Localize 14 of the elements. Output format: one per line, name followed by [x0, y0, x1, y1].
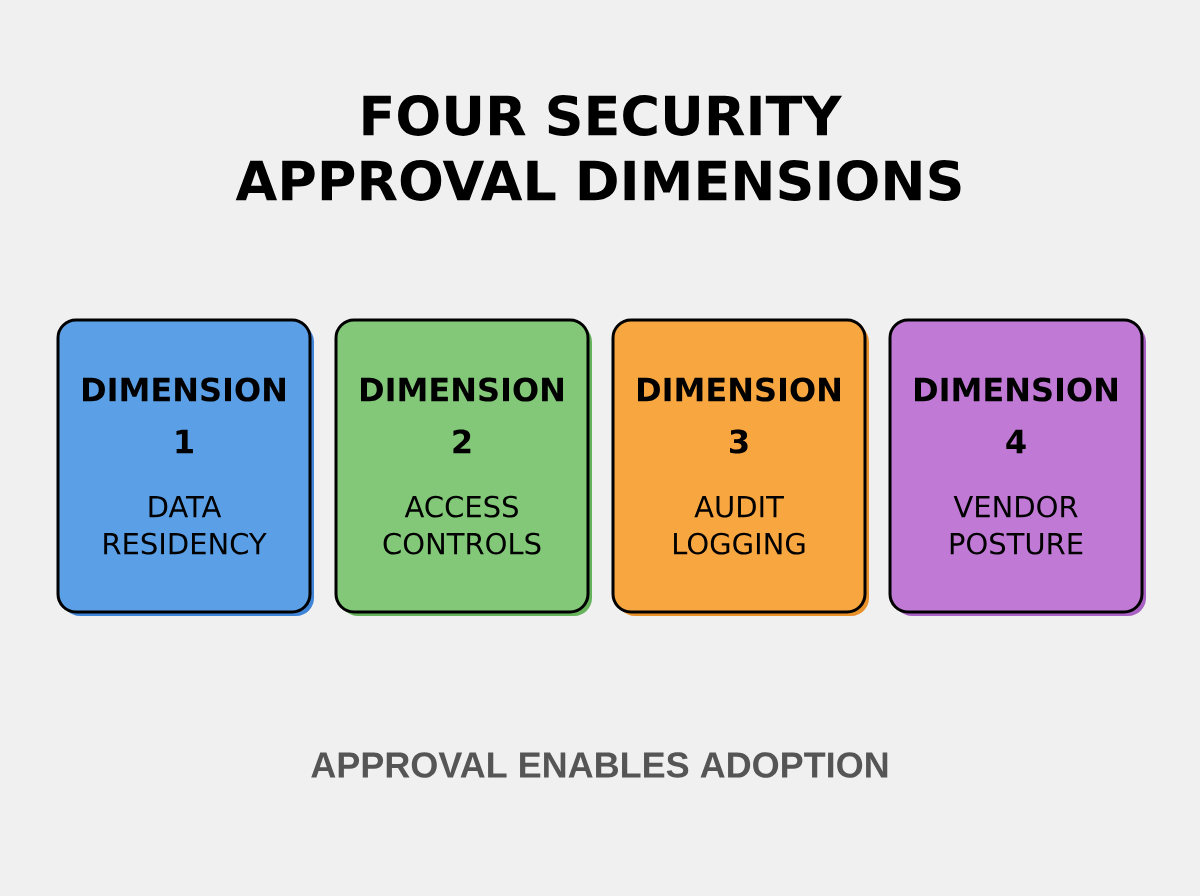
- dimension-card: [56, 318, 314, 616]
- dimension-card: [611, 318, 869, 616]
- card-heading: DIMENSION 4: [915, 377, 1117, 454]
- card-heading: DIMENSION 2: [361, 377, 563, 454]
- card-heading: DIMENSION 1: [83, 377, 285, 454]
- dimension-card: [334, 318, 592, 616]
- card-label: VENDOR POSTURE: [950, 495, 1083, 555]
- card-label: AUDIT LOGGING: [674, 496, 805, 555]
- caption: APPROVAL ENABLES ADOPTION: [311, 752, 888, 778]
- title: FOUR SECURITY APPROVAL DIMENSIONS: [235, 95, 961, 201]
- card-label: DATA RESIDENCY: [104, 496, 267, 555]
- card-label: ACCESS CONTROLS: [383, 495, 541, 555]
- card-heading: DIMENSION 3: [638, 377, 840, 454]
- dimension-card: [888, 318, 1146, 616]
